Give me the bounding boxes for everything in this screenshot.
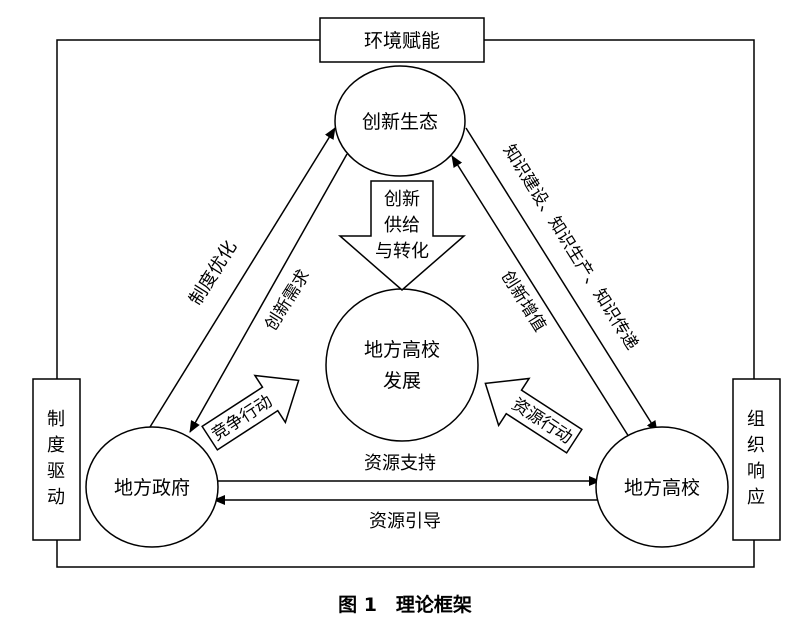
left-label-char-1: 制 (47, 409, 65, 430)
node-universities-label: 地方高校 (624, 477, 700, 499)
block-arrow-supply (337, 180, 467, 291)
node-universities (595, 426, 729, 548)
left-label-char-3: 驱 (47, 461, 65, 482)
node-center-label-2: 发展 (383, 370, 421, 392)
block-arrow-competitive-action: 竞争行动 (201, 374, 300, 451)
node-government (85, 426, 219, 548)
node-ecosystem (334, 65, 466, 177)
supply-label-3: 与转化 (375, 241, 429, 262)
figure-caption: 图 1 理论框架 (338, 593, 472, 616)
arrow-innovation-value-added (451, 155, 630, 438)
arrow-knowledge-construction (465, 127, 658, 433)
node-center (325, 288, 479, 442)
node-ecosystem-label: 创新生态 (362, 111, 438, 133)
left-label-char-4: 动 (47, 487, 65, 508)
arrow-institutional-optimization (149, 127, 336, 428)
left-label-char-2: 度 (47, 435, 65, 456)
right-label-char-4: 应 (747, 487, 765, 508)
label-innovation-value-added: 创新增值 (497, 267, 550, 335)
left-label-box (32, 378, 81, 541)
arrow-innovation-demand (189, 153, 348, 433)
label-institutional-optimization: 制度优化 (185, 237, 241, 309)
right-label-box (732, 378, 781, 541)
right-label-char-1: 组 (747, 409, 765, 430)
supply-label-1: 创新 (384, 189, 420, 210)
label-knowledge-construction: 知识建设、知识生产、知识传递 (499, 141, 642, 353)
label-innovation-demand: 创新需求 (261, 266, 314, 334)
node-government-label: 地方政府 (114, 477, 190, 499)
label-resource-support: 资源支持 (364, 453, 436, 474)
top-label-text: 环境赋能 (364, 30, 440, 52)
node-center-label-1: 地方高校 (364, 339, 440, 361)
label-resource-guidance: 资源引导 (369, 511, 441, 532)
supply-label-2: 供给 (384, 215, 420, 236)
block-arrow-resource-action: 资源行动 (484, 377, 583, 454)
right-label-char-2: 织 (747, 435, 765, 456)
top-label-box (319, 17, 485, 63)
right-label-char-3: 响 (747, 461, 765, 482)
